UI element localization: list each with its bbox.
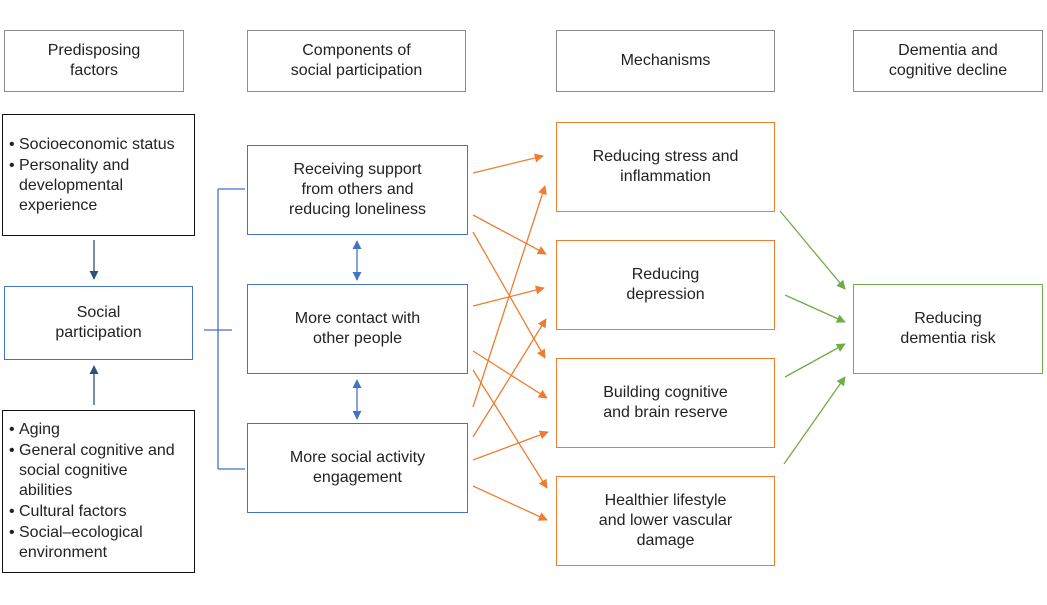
mechanism-cognitive-reserve: Building cognitive and brain reserve xyxy=(556,358,775,448)
mechanism-label: Building cognitive and brain reserve xyxy=(603,384,728,421)
arrow-activity-to-stress xyxy=(472,185,547,408)
header-components-label: Components of social participation xyxy=(290,42,423,79)
mechanism-stress-inflammation: Reducing stress and inflammation xyxy=(556,122,775,212)
predisposing-bottom-list: Aging General cognitive and social cogni… xyxy=(2,410,195,573)
header-mechanisms: Mechanisms xyxy=(556,30,775,92)
list-item: Personality and developmental experience xyxy=(9,156,190,216)
component-label: More social activity engagement xyxy=(289,449,426,486)
list-item: Socioeconomic status xyxy=(9,135,190,155)
mechanism-label: Reducing stress and inflammation xyxy=(592,148,739,185)
list-item: Social–ecological environment xyxy=(9,523,190,563)
outcome-label: Reducing dementia risk xyxy=(900,310,996,347)
component-receiving-support: Receiving support from others and reduci… xyxy=(247,145,468,235)
outcome-reducing-dementia-risk: Reducing dementia risk xyxy=(853,284,1043,374)
social-participation-label: Social participation xyxy=(55,304,142,341)
arrow-support-to-depression xyxy=(472,214,547,255)
mechanism-label: Reducing depression xyxy=(626,266,705,303)
arrow-lifestyle-to-outcome xyxy=(783,376,846,465)
bracket-connector xyxy=(204,188,245,470)
arrow-reserve-to-outcome xyxy=(784,343,846,378)
list-item: Aging xyxy=(9,420,190,440)
header-components: Components of social participation xyxy=(247,30,466,92)
list-item: Cultural factors xyxy=(9,502,190,522)
mechanism-lifestyle-vascular: Healthier lifestyle and lower vascular d… xyxy=(556,476,775,566)
header-mechanisms-label: Mechanisms xyxy=(620,52,711,69)
header-predisposing-label: Predisposing factors xyxy=(47,42,141,79)
arrow-depression-to-outcome xyxy=(784,294,846,323)
arrow-activity-to-depression xyxy=(472,318,547,438)
arrow-activity-to-lifestyle xyxy=(472,485,548,521)
header-predisposing-factors: Predisposing factors xyxy=(4,30,184,92)
arrow-activity-to-reserve xyxy=(472,430,549,461)
component-label: Receiving support from others and reduci… xyxy=(289,161,426,218)
mechanism-depression: Reducing depression xyxy=(556,240,775,330)
arrow-contact-to-reserve xyxy=(472,350,548,399)
component-social-activity: More social activity engagement xyxy=(247,423,468,513)
arrow-stress-to-outcome xyxy=(779,210,846,290)
arrow-support-to-stress xyxy=(472,153,544,174)
social-participation-box: Social participation xyxy=(4,286,193,360)
header-dementia-label: Dementia and cognitive decline xyxy=(888,42,1008,79)
predisposing-top-list: Socioeconomic status Personality and dev… xyxy=(2,114,195,236)
header-dementia: Dementia and cognitive decline xyxy=(853,30,1043,92)
arrow-contact-to-lifestyle xyxy=(472,369,548,489)
component-label: More contact with other people xyxy=(294,310,421,347)
list-item: General cognitive and social cognitive a… xyxy=(9,441,190,501)
component-more-contact: More contact with other people xyxy=(247,284,468,374)
mechanism-label: Healthier lifestyle and lower vascular d… xyxy=(598,492,733,549)
